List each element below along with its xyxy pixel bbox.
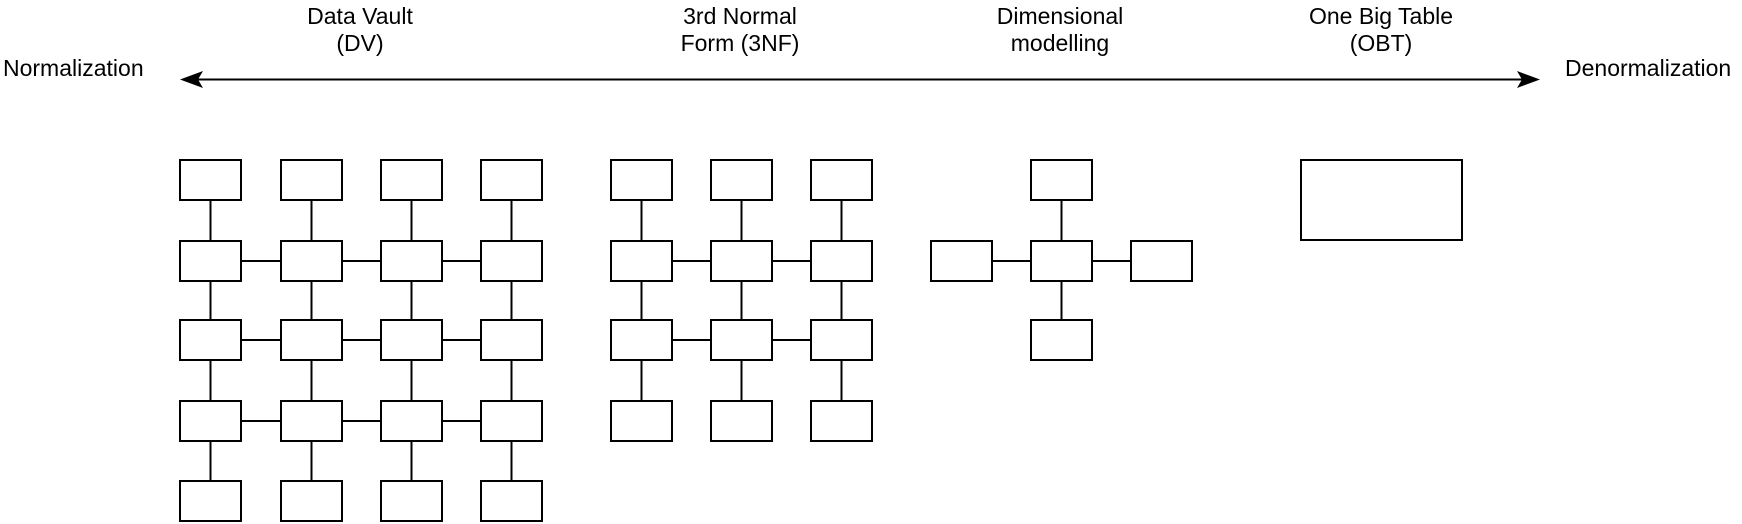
data-vault-entity-box [480, 240, 543, 282]
data-vault-entity-box [480, 319, 543, 361]
data-vault-entity-box [380, 319, 443, 361]
right-arrowhead-icon [1517, 71, 1540, 88]
dimension-box [1030, 319, 1093, 361]
data-vault-entity-box [280, 480, 343, 522]
left-arrowhead-icon [180, 71, 203, 88]
data-vault-entity-box [179, 240, 242, 282]
data-vault-entity-box [380, 240, 443, 282]
dimension-box [1030, 159, 1093, 201]
data-vault-entity-box [280, 159, 343, 201]
one-big-table-box [1300, 159, 1463, 241]
data-vault-entity-box [380, 480, 443, 522]
dimension-box [1130, 240, 1193, 282]
category-label-data-vault: Data Vault (DV) [307, 3, 413, 56]
third-normal-form-entity-box [610, 319, 673, 361]
third-normal-form-entity-box [610, 400, 673, 442]
category-label-dimensional-modelling: Dimensional modelling [996, 3, 1124, 56]
third-normal-form-entity-box [810, 240, 873, 282]
normalization-label: Normalization [3, 55, 144, 81]
denormalization-label: Denormalization [1565, 55, 1732, 81]
third-normal-form-entity-box [610, 240, 673, 282]
data-vault-entity-box [380, 400, 443, 442]
third-normal-form-entity-box [610, 159, 673, 201]
data-vault-entity-box [179, 159, 242, 201]
data-vault-entity-box [280, 400, 343, 442]
data-vault-entity-box [179, 319, 242, 361]
data-vault-entity-box [280, 319, 343, 361]
third-normal-form-entity-box [810, 319, 873, 361]
category-label-one-big-table: One Big Table (OBT) [1308, 3, 1454, 56]
third-normal-form-entity-box [710, 159, 773, 201]
third-normal-form-entity-box [710, 400, 773, 442]
data-vault-entity-box [480, 480, 543, 522]
third-normal-form-entity-box [810, 159, 873, 201]
data-vault-entity-box [280, 240, 343, 282]
data-vault-entity-box [480, 159, 543, 201]
data-vault-entity-box [179, 400, 242, 442]
third-normal-form-entity-box [810, 400, 873, 442]
dimension-box [930, 240, 993, 282]
third-normal-form-entity-box [710, 319, 773, 361]
data-vault-entity-box [480, 400, 543, 442]
data-vault-entity-box [179, 480, 242, 522]
data-vault-entity-box [380, 159, 443, 201]
category-label-3nf: 3rd Normal Form (3NF) [680, 3, 800, 56]
fact-table-box [1030, 240, 1093, 282]
third-normal-form-entity-box [710, 240, 773, 282]
